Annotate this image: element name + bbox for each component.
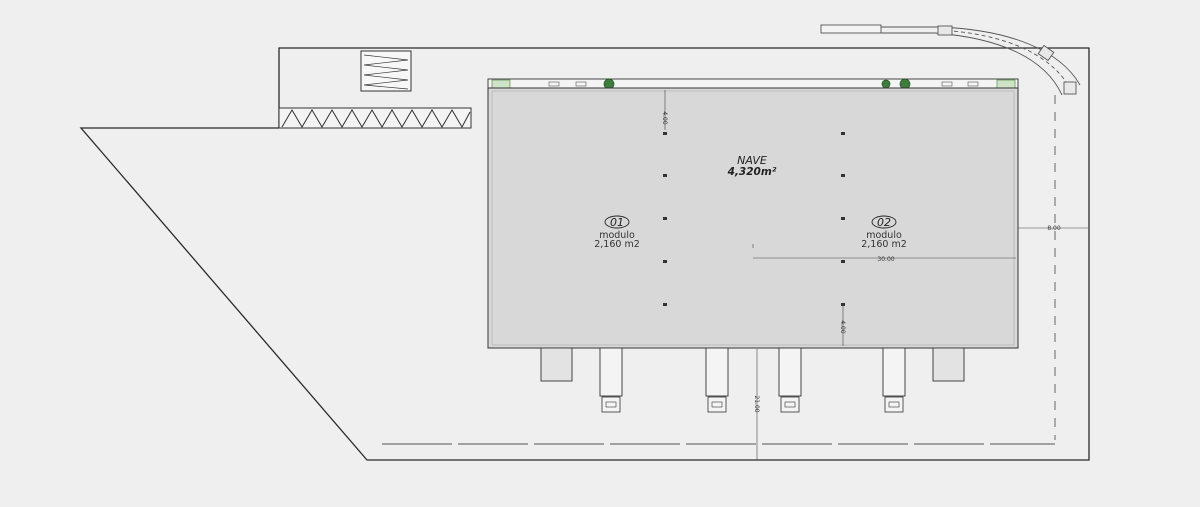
columns bbox=[663, 132, 845, 306]
dimension-label: 30.00 bbox=[877, 256, 894, 263]
module-area: 2,160 m2 bbox=[861, 239, 907, 250]
stair-block bbox=[360, 50, 412, 92]
vegetation-patch bbox=[491, 79, 511, 89]
dimension-label: 8.00 bbox=[1047, 225, 1061, 232]
truck-bay bbox=[778, 347, 802, 413]
dimension-label: 4.00 bbox=[661, 111, 668, 125]
nave-area: 4,320m² bbox=[727, 166, 777, 178]
vehicle-icon bbox=[1037, 44, 1055, 62]
vegetation-patch bbox=[996, 79, 1016, 89]
module-number: 02 bbox=[877, 216, 891, 229]
module-number: 01 bbox=[610, 216, 624, 229]
truck-cab-icon bbox=[780, 396, 800, 413]
inner-wall-line bbox=[491, 90, 1015, 346]
truck-bay bbox=[705, 347, 729, 413]
labels: NAVE 4,320m² 01 modulo 2,160 m2 02 modul… bbox=[594, 111, 1061, 412]
roof-strip bbox=[487, 78, 1019, 89]
annex-block bbox=[278, 50, 472, 129]
internal-dimensions bbox=[664, 90, 1088, 460]
truck-bay bbox=[599, 347, 623, 413]
annex-zigzag bbox=[281, 109, 471, 129]
vehicle-icon bbox=[937, 25, 953, 36]
dimension-label: 21.00 bbox=[753, 395, 760, 412]
boundary-left bbox=[79, 47, 1090, 461]
module-badge bbox=[604, 215, 630, 229]
truck-bay bbox=[882, 347, 906, 413]
road-centerline bbox=[939, 29, 1072, 91]
module-label: modulo bbox=[599, 230, 635, 241]
module-badge bbox=[871, 215, 897, 229]
road-gate bbox=[820, 24, 882, 34]
access-road bbox=[382, 24, 1081, 445]
module-area: 2,160 m2 bbox=[594, 239, 640, 250]
tree-icon bbox=[881, 79, 891, 89]
site-boundary bbox=[79, 47, 1090, 461]
dock-platform bbox=[932, 347, 965, 382]
vehicle-icon bbox=[1063, 81, 1077, 95]
loading-docks bbox=[540, 347, 965, 413]
module-label: modulo bbox=[866, 230, 902, 241]
annex-strip bbox=[278, 107, 472, 129]
truck-cab-icon bbox=[601, 396, 621, 413]
dimension-label: 4.00 bbox=[839, 320, 846, 334]
truck-cab-icon bbox=[884, 396, 904, 413]
warehouse-floor bbox=[487, 87, 1019, 349]
dock-platform bbox=[540, 347, 573, 382]
stair-treads bbox=[363, 54, 409, 90]
nave-title: NAVE bbox=[737, 154, 767, 167]
nave-building bbox=[487, 78, 1088, 460]
truck-cab-icon bbox=[707, 396, 727, 413]
